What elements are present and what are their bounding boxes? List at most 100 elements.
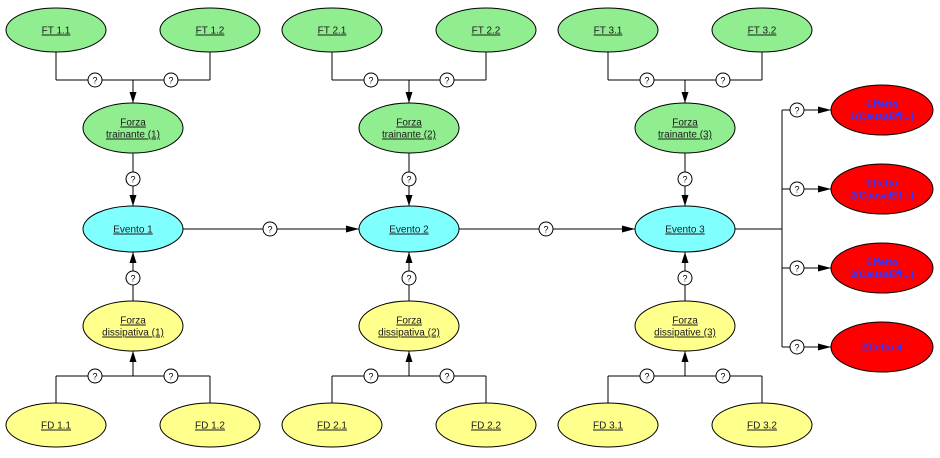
col2-fd-to-event-arrow [405,252,413,263]
col2-evento-node-label-0: Evento 2 [389,225,429,236]
col1-ft-right-connector[interactable]: ? [163,72,179,88]
col2-ft-right-node[interactable]: FT 2.2 [435,7,537,53]
effect2-arrow [818,185,831,193]
col3-ft-event-connector[interactable]: ? [677,171,693,187]
connector-label: ? [794,343,799,353]
col2-ft-right-node-label-0: FT 2.2 [472,26,501,37]
connector-circle [639,368,655,384]
col3-ft-right-connector[interactable]: ? [715,72,731,88]
connector-circle [363,368,379,384]
col2-fd-arrow [405,351,413,362]
effetto-1-node-label-0: Effetto [866,100,898,111]
col1-fd-arrow [129,351,137,362]
col3-ft-left-connector[interactable]: ? [639,72,655,88]
col2-fd-event-connector[interactable]: ? [401,270,417,286]
effect1-connector[interactable]: ? [789,102,805,118]
connector-circle [401,270,417,286]
col1-fd-left-connector[interactable]: ? [87,368,103,384]
effetto-3-node-label-0: Effetto [866,258,898,269]
connector-circle [439,72,455,88]
col2-ft-right-connector[interactable]: ? [439,72,455,88]
col2-fd-right-connector[interactable]: ? [439,368,455,384]
col1-ft-left-node-label-0: FT 1.1 [42,26,71,37]
col2-ft-event-connector[interactable]: ? [401,171,417,187]
col1-fd-left-node[interactable]: FD 1.1 [5,402,107,448]
col1-fd-right-node-label-0: FD 1.2 [195,421,225,432]
col1-ft-left-node[interactable]: FT 1.1 [5,7,107,53]
connector-label: ? [794,185,799,195]
col1-fd-event-connector[interactable]: ? [125,270,141,286]
connector-circle [401,171,417,187]
connector-label: ? [168,372,173,382]
connector-label: ? [130,175,135,185]
col2-fd-right-node[interactable]: FD 2.2 [435,402,537,448]
connector-circle [87,368,103,384]
col1-evento-node-label-0: Evento 1 [113,225,153,236]
effetto-3-node-label-1: 3(CausaEff...) [850,270,914,281]
col3-forza-dissipativa-node-shape [634,300,736,352]
connector-label: ? [406,274,411,284]
connector-circle [87,72,103,88]
effetto-2-node-label-1: 2(CausaEff...) [850,191,914,202]
col2-fd-left-node[interactable]: FD 2.1 [281,402,383,448]
col1-evento-node[interactable]: Evento 1 [82,205,184,253]
col1-fd-right-connector[interactable]: ? [163,368,179,384]
effetto-1-node-shape [830,84,934,136]
col1-forza-trainante-node-label-0: Forza [120,118,146,129]
connector-circle [639,72,655,88]
col2-ft-left-node-shape [281,7,383,53]
col3-evento-node[interactable]: Evento 3 [634,205,736,253]
col1-ft-right-node[interactable]: FT 1.2 [159,7,261,53]
col2-forza-dissipativa-node-label-1: dissipativa (2) [378,328,440,339]
event1-event2-connector[interactable]: ? [262,221,278,237]
connector-circle [789,102,805,118]
col3-fd-right-node[interactable]: FD 3.2 [711,402,813,448]
col1-ft-left-connector[interactable]: ? [87,72,103,88]
col1-ft-right-node-shape [159,7,261,53]
col3-ft-to-event-arrow [681,195,689,206]
col3-fd-right-connector[interactable]: ? [715,368,731,384]
col2-ft-right-node-shape [435,7,537,53]
col3-fd-left-connector[interactable]: ? [639,368,655,384]
effetto-2-node-shape [830,163,934,215]
col2-ft-left-node-label-0: FT 2.1 [318,26,347,37]
col3-evento-node-label-0: Evento 3 [665,225,705,236]
col3-ft-right-node[interactable]: FT 3.2 [711,7,813,53]
effetto-1-node-label-1: 1(CausaEff...) [850,112,914,123]
effect3-connector[interactable]: ? [789,260,805,276]
col1-ft-event-connector[interactable]: ? [125,171,141,187]
effect4-arrow [818,343,831,351]
col2-ft-left-connector[interactable]: ? [363,72,379,88]
event2-event3-connector[interactable]: ? [538,221,554,237]
col1-fd-left-node-label-0: FD 1.1 [41,421,71,432]
connector-label: ? [720,372,725,382]
event2-to-event3-arrow [622,225,635,233]
col2-evento-node[interactable]: Evento 2 [358,205,460,253]
effect4-connector[interactable]: ? [789,339,805,355]
connector-label: ? [168,76,173,86]
connector-label: ? [368,372,373,382]
col3-fd-event-connector[interactable]: ? [677,270,693,286]
effect2-connector[interactable]: ? [789,181,805,197]
col3-ft-left-node[interactable]: FT 3.1 [557,7,659,53]
col3-ft-arrow [681,92,689,103]
col1-fd-right-node[interactable]: FD 1.2 [159,402,261,448]
connector-label: ? [92,76,97,86]
connector-circle [363,72,379,88]
col2-ft-left-node[interactable]: FT 2.1 [281,7,383,53]
connector-circle [125,171,141,187]
col3-fd-left-node[interactable]: FD 3.1 [557,402,659,448]
connector-label: ? [543,225,548,235]
effetto-4-node[interactable]: Effetto 4 [830,321,934,373]
col1-ft-left-node-shape [5,7,107,53]
col2-fd-left-connector[interactable]: ? [363,368,379,384]
